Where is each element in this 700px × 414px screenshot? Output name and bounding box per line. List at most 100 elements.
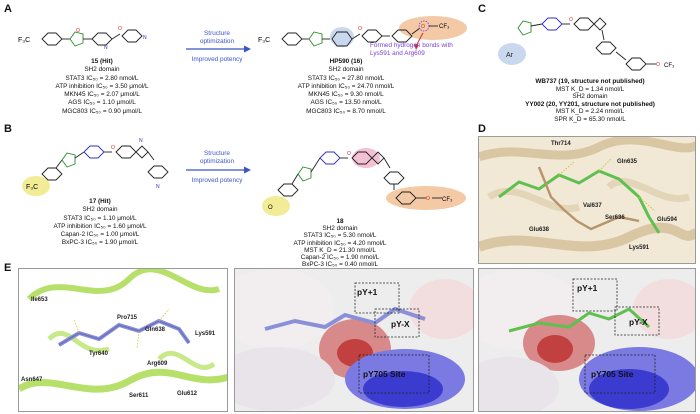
cmpd-20-line: SPR K_D = 65.30 nmol/L [554,115,626,123]
cmpd-18-line: Capan-2 IC₅₀ = 1.90 nmol/L [300,254,380,262]
cmpd-19-20-block: WB737 (19, structure not published) MST … [490,78,690,123]
svg-text:O: O [268,205,273,211]
residue-tyr640: Tyr640 [89,351,108,357]
cmpd-18-line: ATP inhibition IC₅₀ = 4.20 nmol/L [293,239,387,247]
residue-val637: Val637 [583,203,602,209]
cmpd-18-block: 18 SH2 domain STAT3 IC₅₀ = 5.30 nmol/L A… [280,218,400,268]
cmpd-17-line: BxPC-3 IC₅₀ = 1.90 μmol/L [61,239,139,247]
cmpd-16-name: HP590 (16) [329,58,363,65]
svg-text:O: O [426,196,430,202]
residue-arg609: Arg609 [147,361,168,367]
residue-gln638: Gln638 [145,327,166,333]
cmpd-16-block: HP590 (16) SH2 domain STAT3 IC₅₀ = 27.80… [286,58,406,116]
panel-d-docking-view: Thr714 Gln635 Val637 Ser636 Glu638 Glu59… [478,136,696,264]
residue-glu638: Glu638 [529,227,550,233]
cmpd-16-line: ATP inhibition IC₅₀ = 24.70 nmol/L [297,82,395,90]
cmpd-15-line: MGC803 IC₅₀ = 0.90 μmol/L [62,107,142,115]
electrostatic-surface-e [235,269,473,411]
cmpd-17-line: Capan-2 IC₅₀ = 1.00 μmol/L [60,231,140,239]
svg-text:N: N [143,35,147,41]
compound-15-structure: F₃C O N O N [18,26,147,51]
cmpd-19-line: SH2 domain [572,93,608,100]
pocket-py705-site: pY705 Site [363,369,406,379]
pocket-py-x: pY-X [391,319,410,329]
svg-text:O: O [111,145,115,151]
cmpd-15-name: 15 (Hit) [91,58,113,65]
hbond-note-line: Lys591 and Arg609 [370,49,425,57]
arrow-b-label-top: Structure optimization [186,150,248,166]
cmpd-16-line: STAT3 IC₅₀ = 27.80 nmol/L [307,74,385,82]
residue-thr714: Thr714 [551,141,571,147]
cmpd-16-line: SH2 domain [328,66,364,74]
svg-text:O: O [76,28,80,34]
arrow-b-label-bottom: Improved potency [191,177,243,184]
cmpd-17-name: 17 (Hit) [89,198,111,205]
cmpd-18-line: STAT3 IC₅₀ = 5.30 nmol/L [303,232,377,240]
cmpd-20-name: YY002 (20, YY201, structure not publishe… [525,100,655,108]
svg-text:CF₃: CF₃ [442,197,453,203]
cmpd-15-line: MKN45 IC₅₀ = 2.07 μmol/L [64,91,140,99]
svg-text:F₃C: F₃C [258,37,270,44]
svg-text:O: O [656,62,660,68]
arrow-a-label-top: Structure optimization [186,30,248,46]
residue-glu612: Glu612 [177,391,198,397]
cmpd-15-line: ATP inhibition IC₅₀ = 3.50 μmol/L [55,82,149,90]
panel-letter-c: C [478,3,486,15]
cmpd-16-line: MGC803 IC₅₀ = 8.70 nmol/L [306,107,386,115]
arrow-a-label-bottom: Improved potency [191,56,243,63]
cmpd-18-line: SH2 domain [322,225,358,233]
cmpd-19-line: MST K_D = 1.34 nmol/L [555,85,625,93]
svg-text:O: O [569,17,573,23]
arrow-a-text: Structure [204,30,230,37]
svg-text:N: N [104,45,108,51]
residue-glu594: Glu594 [657,217,678,223]
panel-letter-a: A [4,3,12,15]
residue-asn647: Asn647 [21,377,43,383]
cmpd-19-name: WB737 (19, structure not published) [535,78,645,85]
arrow-b [186,166,251,174]
cmpd-15-block: 15 (Hit) SH2 domain STAT3 IC₅₀ = 2.80 nm… [42,58,162,116]
residue-gln635: Gln635 [617,159,638,165]
cmpd-15-line: AGS IC₅₀ = 1.10 μmol/L [68,99,136,107]
panel-letter-b: B [4,123,12,135]
cmpd-18-line: BxPC-3 IC₅₀ = 0.40 nmol/L [301,261,379,269]
panel-letter-e: E [4,262,12,274]
ar-label: Ar [506,52,514,59]
svg-text:O: O [358,26,362,32]
cmpd-17-line: STAT3 IC₅₀ = 1.10 μmol/L [63,214,137,222]
cmpd-15-line: STAT3 IC₅₀ = 2.80 nmol/L [65,74,139,82]
residue-ser636: Ser636 [605,215,625,221]
svg-text:O: O [421,24,425,30]
compound-16-structure: F₃C O O CF₃ [258,16,467,50]
arrow-a-text: optimization [199,38,235,45]
svg-text:F₃C: F₃C [18,37,30,44]
protein-ribbon-e [19,269,227,393]
residue-ile653: Ile653 [31,297,48,303]
svg-text:F₃C: F₃C [26,184,38,191]
residue-lys591: Lys591 [629,245,650,251]
svg-text:N: N [156,184,160,190]
cmpd-18-name: 18 [336,218,344,225]
cmpd-17-line: ATP inhibition IC₅₀ = 1.60 μmol/L [53,222,147,230]
compound-19-20-scaffold: Ar O O CF₃ [498,17,675,71]
pocket-py-x-2: pY-X [629,317,648,327]
pocket-py705-site-2: pY705 Site [591,369,634,379]
pocket-py-plus-1-2: pY+1 [577,283,598,293]
arrow-b-text: optimization [199,158,235,165]
cmpd-15-line: SH2 domain [84,66,120,74]
cmpd-16-line: AGS IC₅₀ = 13.50 nmol/L [310,99,382,107]
svg-text:N: N [139,138,143,144]
svg-text:CF₃: CF₃ [439,24,450,30]
pocket-py-plus-1: pY+1 [357,287,378,297]
hbond-note-line: Formed hydrogen bonds with [370,42,453,49]
compound-17-structure: F₃C O N N [22,138,169,196]
panel-e-surface-view-2: pY+1 pY-X pY705 Site [478,268,696,412]
hbond-note: Formed hydrogen bonds with Lys591 and Ar… [370,42,453,57]
cmpd-20-line: MST K_D = 2.24 nmol/L [555,108,625,115]
arrow-b-text: Structure [204,150,230,157]
residue-lys591: Lys591 [195,331,216,337]
panel-e-ribbon-view: Pro715 Ile653 Gln638 Lys591 Tyr640 Arg60… [18,268,228,412]
svg-text:CF₃: CF₃ [664,63,675,69]
panel-letter-d: D [478,123,486,135]
residue-ser611: Ser611 [129,393,149,399]
